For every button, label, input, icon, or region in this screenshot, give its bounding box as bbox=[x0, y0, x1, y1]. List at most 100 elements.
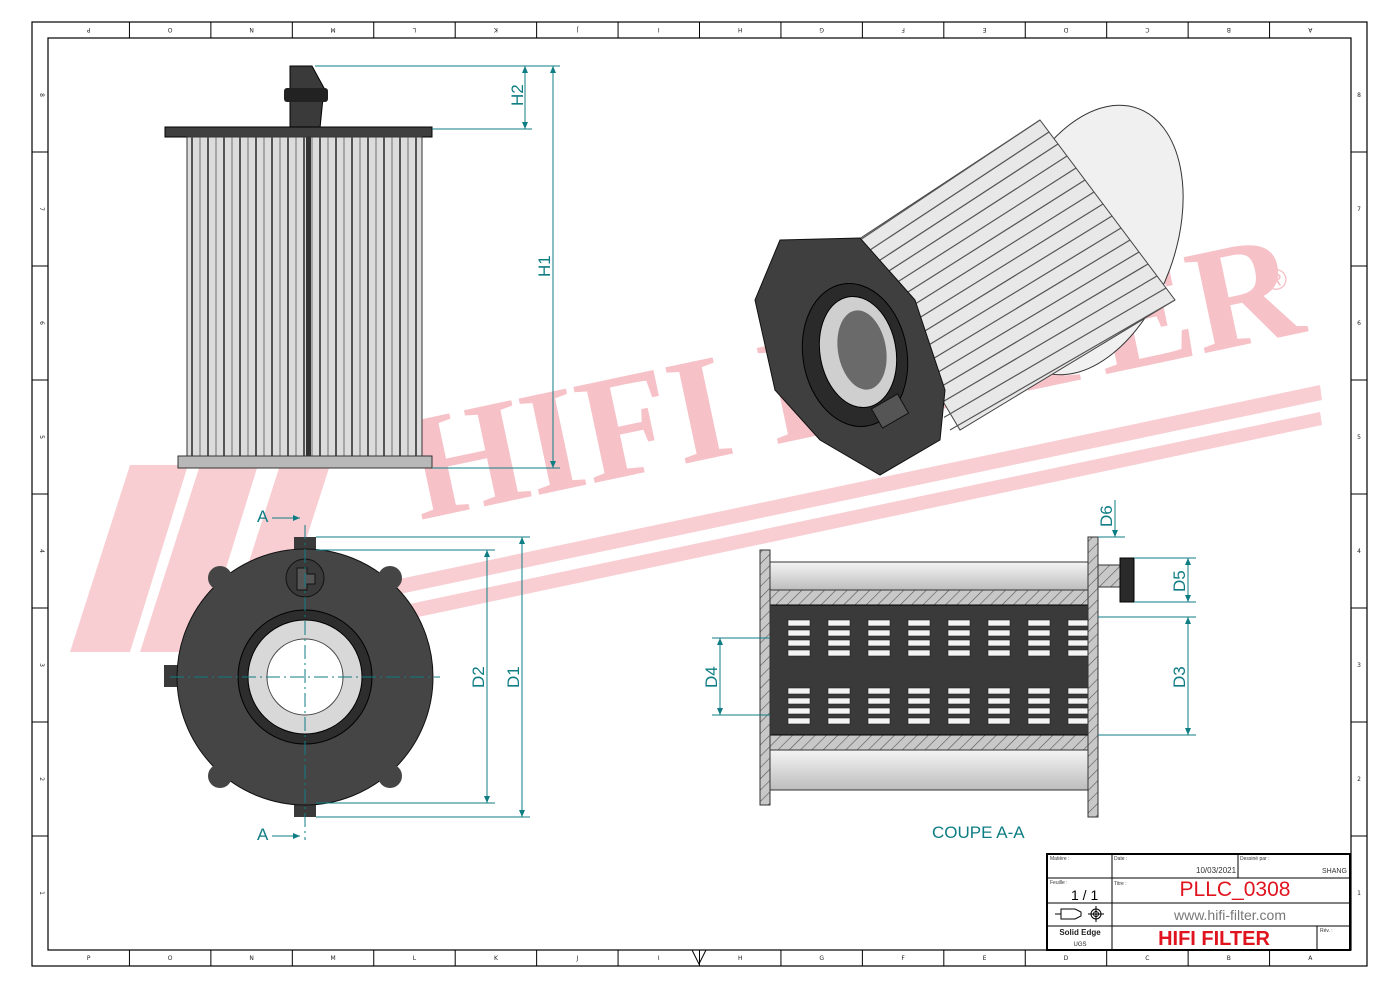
dim-label-d5: D5 bbox=[1170, 570, 1189, 592]
filter-slot bbox=[787, 649, 811, 657]
zone-label-top: J bbox=[576, 26, 579, 33]
filter-slot bbox=[987, 649, 1011, 657]
brand-name: HIFI FILTER bbox=[1158, 928, 1270, 950]
zone-label-bottom: N bbox=[249, 955, 254, 962]
filter-slot bbox=[787, 717, 811, 725]
filter-slot bbox=[867, 639, 891, 647]
title-label: Titre : bbox=[1114, 881, 1127, 887]
zone-label-top: A bbox=[1307, 26, 1312, 33]
filter-slot bbox=[827, 697, 851, 705]
title-block: Matière : Date : 10/03/2021 Dessiné par … bbox=[1046, 853, 1351, 951]
zone-label-bottom: K bbox=[494, 955, 499, 962]
zone-label-top: K bbox=[493, 26, 498, 33]
revision-label: Rév. : bbox=[1320, 928, 1333, 934]
website-url: www.hifi-filter.com bbox=[1173, 907, 1286, 923]
filter-slot bbox=[1027, 687, 1051, 695]
filter-slot bbox=[867, 649, 891, 657]
zone-label-left: 5 bbox=[38, 435, 45, 439]
dim-label-h2: H2 bbox=[508, 84, 527, 106]
filter-slot bbox=[827, 717, 851, 725]
filter-slot bbox=[867, 707, 891, 715]
zone-label-right: 8 bbox=[1357, 92, 1361, 99]
centering-mark-icon bbox=[691, 949, 707, 966]
filter-slot bbox=[987, 639, 1011, 647]
zone-label-top: C bbox=[1145, 26, 1149, 33]
zone-label-right: 3 bbox=[1357, 662, 1361, 669]
zone-label-top: P bbox=[87, 26, 91, 33]
filter-slot bbox=[987, 619, 1011, 627]
isometric-view bbox=[754, 104, 1184, 476]
section-view bbox=[759, 536, 1135, 818]
filter-slot bbox=[1067, 619, 1091, 627]
zone-label-bottom: F bbox=[901, 955, 905, 962]
filter-slot bbox=[907, 629, 931, 637]
filter-slot bbox=[827, 687, 851, 695]
zone-label-right: 1 bbox=[1357, 890, 1361, 897]
zone-label-left: 2 bbox=[38, 777, 45, 781]
filter-slot bbox=[1067, 629, 1091, 637]
filter-slot bbox=[907, 697, 931, 705]
filter-slot bbox=[1027, 619, 1051, 627]
filter-slot bbox=[947, 649, 971, 657]
zone-label-bottom: P bbox=[87, 955, 91, 962]
filter-slot bbox=[867, 619, 891, 627]
zone-label-bottom: D bbox=[1064, 955, 1069, 962]
dimension-h2 bbox=[315, 65, 560, 469]
filter-slot bbox=[947, 629, 971, 637]
zone-label-top: F bbox=[901, 26, 905, 33]
filter-slot bbox=[827, 649, 851, 657]
section-mark-top: A bbox=[257, 507, 269, 526]
zone-label-left: 1 bbox=[38, 891, 45, 895]
sheet-value: 1 / 1 bbox=[1071, 887, 1098, 903]
filter-slot bbox=[1067, 687, 1091, 695]
zone-label-top: G bbox=[819, 26, 824, 33]
filter-slot bbox=[907, 619, 931, 627]
section-caption: COUPE A-A bbox=[932, 823, 1025, 842]
filter-slot bbox=[1027, 649, 1051, 657]
filter-slot bbox=[1067, 639, 1091, 647]
filter-slot bbox=[947, 639, 971, 647]
filter-slot bbox=[907, 707, 931, 715]
dim-label-d1: D1 bbox=[504, 666, 523, 688]
filter-slot bbox=[987, 717, 1011, 725]
zone-label-top: E bbox=[982, 26, 986, 33]
zone-label-left: 6 bbox=[38, 321, 45, 325]
zone-label-right: 6 bbox=[1357, 320, 1361, 327]
date-value: 10/03/2021 bbox=[1196, 866, 1237, 875]
dimension-d1-d2 bbox=[272, 515, 530, 839]
dim-label-d2: D2 bbox=[469, 666, 488, 688]
filter-slot bbox=[787, 619, 811, 627]
zone-label-top: I bbox=[658, 26, 660, 33]
filter-slot bbox=[987, 687, 1011, 695]
zone-label-right: 2 bbox=[1357, 776, 1361, 783]
filter-slot bbox=[907, 717, 931, 725]
filter-slot bbox=[827, 639, 851, 647]
section-mark-bottom: A bbox=[257, 825, 269, 844]
dim-label-h1: H1 bbox=[535, 255, 554, 277]
zone-label-bottom: E bbox=[983, 955, 987, 962]
zone-label-top: B bbox=[1227, 26, 1231, 33]
dim-label-d3: D3 bbox=[1170, 666, 1189, 688]
date-label: Date : bbox=[1114, 856, 1127, 862]
filter-slot bbox=[1027, 639, 1051, 647]
zone-label-top: L bbox=[412, 26, 416, 33]
zone-label-top: N bbox=[249, 26, 254, 33]
dim-label-d6: D6 bbox=[1097, 505, 1116, 527]
front-view bbox=[164, 525, 440, 840]
side-view bbox=[164, 65, 433, 469]
projection-symbol-icon bbox=[1055, 906, 1104, 922]
zone-label-bottom: C bbox=[1145, 955, 1149, 962]
filter-slot bbox=[787, 629, 811, 637]
filter-slot bbox=[867, 717, 891, 725]
zone-label-bottom: M bbox=[330, 955, 335, 962]
filter-slot bbox=[787, 707, 811, 715]
zone-label-bottom: I bbox=[658, 955, 660, 962]
vendor-label: UGS bbox=[1073, 942, 1086, 948]
zone-label-top: H bbox=[738, 26, 743, 33]
filter-slot bbox=[787, 687, 811, 695]
filter-slot bbox=[1067, 697, 1091, 705]
filter-slot bbox=[987, 629, 1011, 637]
zone-label-bottom: L bbox=[413, 955, 417, 962]
